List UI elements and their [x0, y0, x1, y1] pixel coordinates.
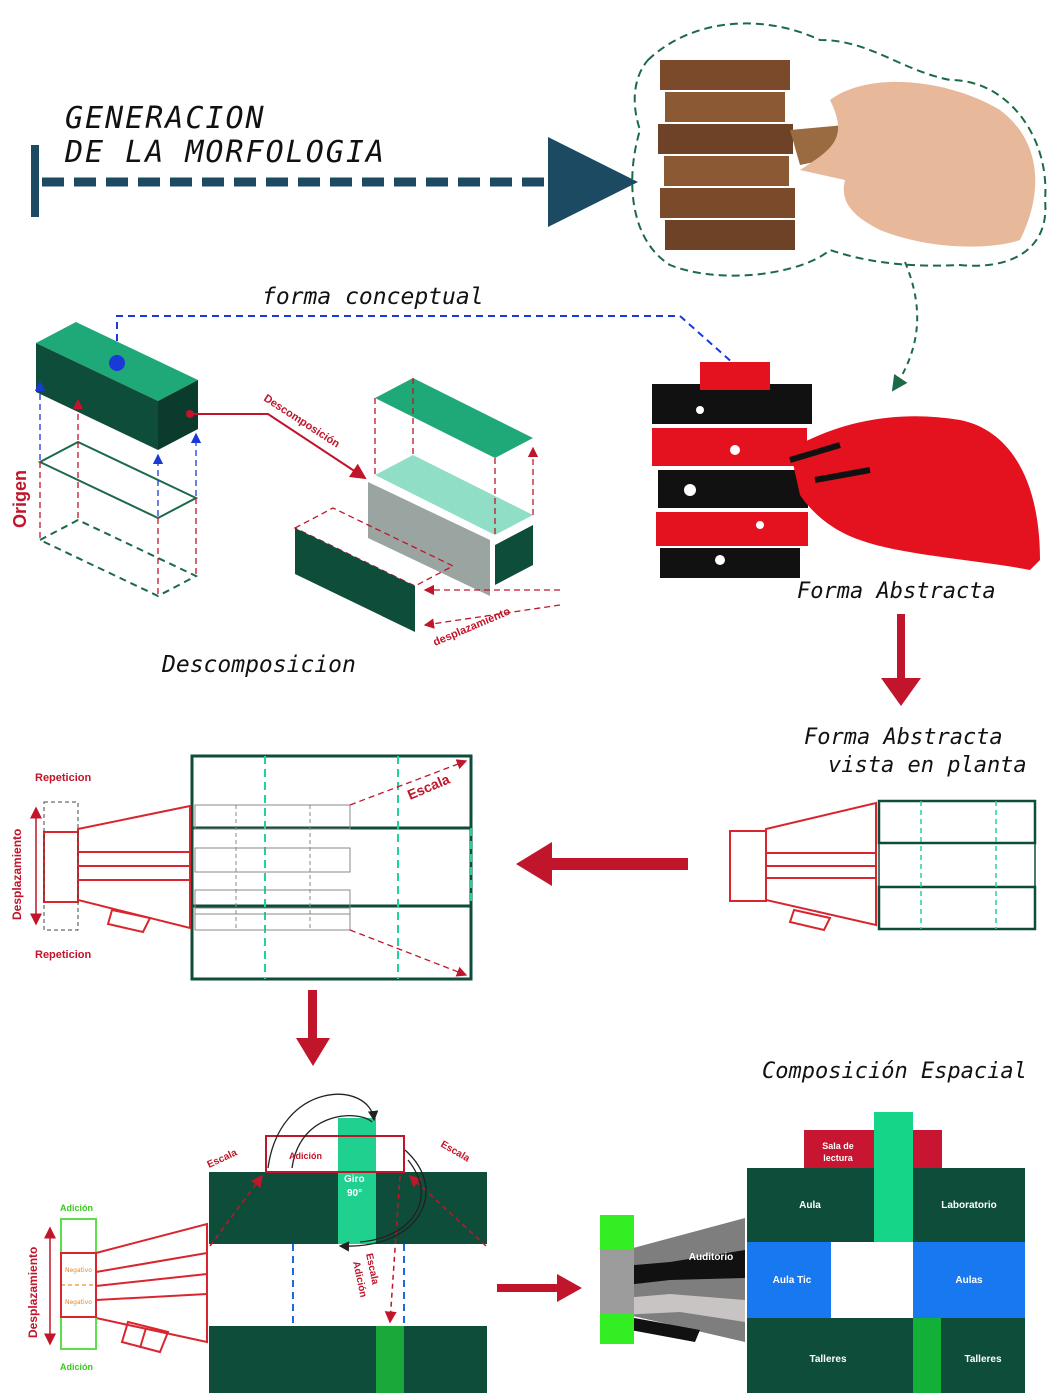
plan-a-repeticion-top: Repeticion [35, 772, 92, 784]
room-aula-tic [747, 1242, 831, 1318]
desplazamiento-arrow-label: desplazamiento [431, 605, 512, 648]
plan-b-escala-right: Escala [439, 1139, 472, 1165]
plan-b [44, 1093, 487, 1393]
room-talleres-left [747, 1318, 913, 1393]
label-auditorio: Auditorio [689, 1252, 733, 1263]
room-courtyard [831, 1242, 913, 1318]
composicion-espacial-label: Composición Espacial [762, 1059, 1027, 1084]
decomposed-block [293, 378, 561, 632]
plan-a-repeticion-bottom: Repeticion [35, 949, 92, 961]
descomposicion-label: Descomposicion [161, 652, 356, 678]
label-talleres-right: Talleres [964, 1354, 1001, 1365]
plan-a-desplazamiento: Desplazamiento [10, 829, 24, 920]
plan-b-escala-left: Escala [206, 1147, 240, 1171]
spatial-composition [600, 1112, 1025, 1393]
plan-b-adicion-bottom: Adición [60, 1362, 93, 1372]
label-sala-1: Sala de [822, 1141, 854, 1151]
plan-b-desplazamiento: Desplazamiento [26, 1247, 40, 1338]
room-sala-lectura [804, 1130, 942, 1170]
arrow-right-icon [497, 1274, 582, 1302]
room-talleres-right [941, 1318, 1025, 1393]
arrow-down-icon [296, 990, 330, 1066]
conceptual-link-arrow [116, 315, 754, 382]
label-laboratorio: Laboratorio [941, 1200, 997, 1211]
plan-b-negativo-2: Negativo [65, 1299, 92, 1306]
title-block: GENERACION DE LA MORFOLOGIA [31, 101, 638, 227]
photo-to-abstract-arrow [891, 261, 919, 392]
plan-b-giro-deg: 90° [347, 1188, 362, 1199]
label-aula-tic: Aula Tic [773, 1275, 812, 1286]
plan-small [729, 799, 1037, 932]
jenga-photo [631, 22, 1047, 277]
label-sala-2: lectura [823, 1153, 854, 1163]
plan-b-negativo-1: Negativo [65, 1267, 92, 1274]
plan-a [30, 754, 473, 981]
plan-b-adicion-center: Adición [289, 1151, 322, 1161]
title-start-bar [31, 145, 39, 217]
room-aulas [913, 1242, 1025, 1318]
title-line-1: GENERACION [65, 101, 266, 136]
room-laboratorio [912, 1168, 1025, 1242]
room-green-strip [913, 1318, 941, 1393]
arrow-left-icon [516, 842, 688, 886]
label-aula: Aula [799, 1200, 821, 1211]
jenga-abstract-icon [652, 362, 1040, 578]
origen-label: Origen [10, 470, 30, 528]
arrow-down-icon [881, 614, 921, 706]
room-aula [747, 1168, 875, 1242]
vista-planta-line-1: Forma Abstracta [804, 725, 1003, 750]
label-talleres-left: Talleres [809, 1354, 846, 1365]
descomposicion-arrow-label: Descomposición [261, 392, 342, 450]
title-line-2: DE LA MORFOLOGIA [64, 135, 386, 170]
descomposicion-arrow [192, 413, 367, 480]
room-central-tower [874, 1112, 913, 1242]
plan-b-giro: Giro [344, 1174, 365, 1185]
forma-abstracta-label: Forma Abstracta [797, 579, 996, 604]
plan-b-adicion-top: Adición [60, 1203, 93, 1213]
label-aulas: Aulas [955, 1275, 983, 1286]
vista-planta-line-2: vista en planta [828, 753, 1027, 778]
origin-block [34, 322, 202, 598]
forma-conceptual-label: forma conceptual [262, 284, 484, 310]
